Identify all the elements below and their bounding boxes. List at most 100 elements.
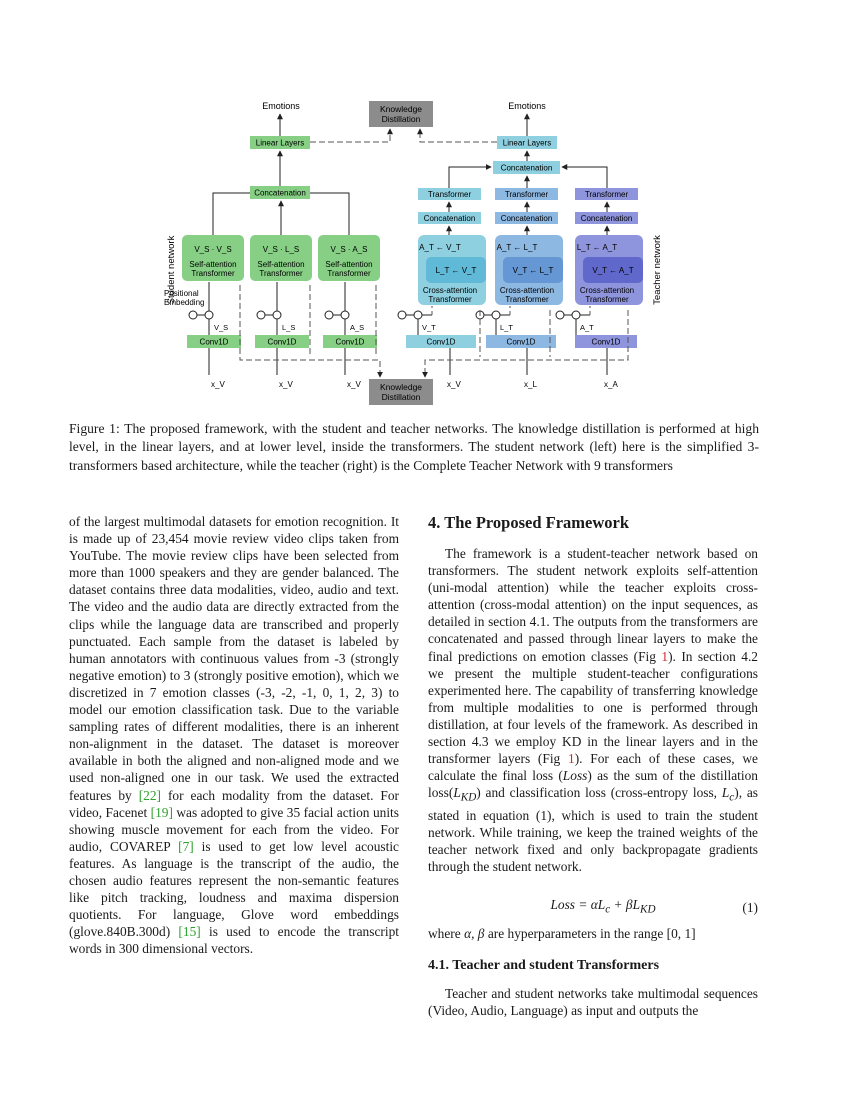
framework-paragraph: The framework is a student-teacher netwo… — [428, 546, 759, 875]
svg-text:Cross-attention: Cross-attention — [500, 286, 554, 295]
equation-number: (1) — [742, 899, 758, 915]
svg-text:Conv1D: Conv1D — [427, 338, 456, 347]
svg-text:Self-attention: Self-attention — [257, 260, 304, 269]
student-feature-1: V_S — [214, 323, 228, 332]
kd-bottom-line1: Knowledge — [380, 382, 422, 392]
svg-text:L_T ← V_T: L_T ← V_T — [436, 266, 477, 275]
svg-text:Transformer: Transformer — [428, 190, 472, 199]
svg-text:Conv1D: Conv1D — [336, 338, 365, 347]
student-conv1d-3 — [323, 335, 377, 348]
student-input-2: x_V — [279, 380, 293, 389]
svg-text:Concatenation: Concatenation — [501, 214, 553, 223]
figure-ref-2[interactable]: 1 — [568, 751, 575, 767]
teacher-linear-layers — [497, 136, 557, 149]
citation-19[interactable]: [19] — [150, 804, 173, 820]
svg-text:Transformer: Transformer — [259, 269, 303, 278]
svg-text:Transformer: Transformer — [585, 190, 629, 199]
student-feature-3: A_S — [350, 323, 364, 332]
svg-text:Transformer: Transformer — [327, 269, 371, 278]
teacher-input-v: x_V — [447, 380, 461, 389]
svg-text:V_T ← A_T: V_T ← A_T — [592, 266, 633, 275]
svg-text:A_T ← L_T: A_T ← L_T — [497, 243, 538, 252]
kd-top-line2: Distillation — [382, 114, 421, 124]
svg-text:A_T ← V_T: A_T ← V_T — [419, 243, 461, 252]
teacher-conv1d-a — [575, 335, 637, 348]
svg-text:Conv1D: Conv1D — [200, 338, 229, 347]
kd-box-bottom — [369, 379, 433, 405]
svg-text:Conv1D: Conv1D — [592, 338, 621, 347]
svg-text:Cross-attention: Cross-attention — [423, 286, 477, 295]
svg-text:Transformer: Transformer — [428, 295, 472, 304]
svg-text:Transformer: Transformer — [505, 295, 549, 304]
teacher-feature-v: V_T — [422, 323, 436, 332]
teacher-feature-a: A_T — [580, 323, 594, 332]
positional-embedding-label-2: Embedding — [164, 298, 204, 307]
teacher-transformer-l — [495, 188, 558, 200]
teacher-conv1d-l — [486, 335, 556, 348]
svg-text:Transformer: Transformer — [191, 269, 235, 278]
teacher-feature-l: L_T — [500, 323, 513, 332]
svg-text:L_T ← A_T: L_T ← A_T — [577, 243, 617, 252]
svg-text:Concatenation: Concatenation — [501, 164, 553, 173]
svg-text:Concatenation: Concatenation — [254, 189, 306, 198]
student-block-1: V_S · V_S Self-attention Transformer — [182, 235, 244, 281]
equation-1: Loss = αLc + βLKD (1) — [550, 897, 758, 916]
svg-text:Linear Layers: Linear Layers — [256, 139, 304, 148]
student-emotions-label: Emotions — [262, 101, 300, 111]
svg-text:V_S · L_S: V_S · L_S — [263, 245, 299, 254]
svg-text:Concatenation: Concatenation — [581, 214, 633, 223]
citation-22[interactable]: [22] — [138, 787, 161, 803]
equation-where: where α, β are hyperparameters in the ra… — [428, 926, 696, 942]
student-block-2: V_S · L_S Self-attention Transformer — [250, 235, 312, 281]
teacher-input-a: x_A — [604, 380, 618, 389]
svg-text:Linear Layers: Linear Layers — [503, 139, 551, 148]
transformers-paragraph: Teacher and student networks take multim… — [428, 985, 758, 1018]
citation-7[interactable]: [7] — [178, 838, 194, 854]
citation-15[interactable]: [15] — [178, 924, 201, 940]
student-input-3: x_V — [347, 380, 361, 389]
svg-text:V_S · V_S: V_S · V_S — [194, 245, 231, 254]
svg-text:V_S · A_S: V_S · A_S — [331, 245, 368, 254]
student-network-label: Student network — [166, 235, 177, 304]
teacher-emotions-label: Emotions — [508, 101, 546, 111]
student-block-3: V_S · A_S Self-attention Transformer — [318, 235, 380, 281]
teacher-input-l: x_L — [524, 380, 537, 389]
teacher-concat-a — [575, 212, 638, 224]
svg-text:Conv1D: Conv1D — [507, 338, 536, 347]
teacher-concat-v — [418, 212, 481, 224]
svg-text:Transformer: Transformer — [505, 190, 549, 199]
teacher-block-video: A_T ← V_T L_T ← V_T Cross-attention Tran… — [418, 235, 486, 305]
dataset-paragraph: of the largest multimodal datasets for e… — [69, 514, 399, 957]
svg-text:Concatenation: Concatenation — [424, 214, 476, 223]
student-conv1d-1 — [187, 335, 241, 348]
svg-text:Transformer: Transformer — [585, 295, 629, 304]
kd-box-top — [369, 101, 433, 127]
student-feature-2: L_S — [282, 323, 295, 332]
positional-embedding-label-1: Positional — [164, 289, 199, 298]
teacher-conv1d-v — [406, 335, 476, 348]
teacher-concat-l — [495, 212, 558, 224]
svg-text:Self-attention: Self-attention — [325, 260, 372, 269]
student-conv1d-2 — [255, 335, 309, 348]
svg-text:Cross-attention: Cross-attention — [580, 286, 634, 295]
student-input-1: x_V — [211, 380, 225, 389]
svg-text:Conv1D: Conv1D — [268, 338, 297, 347]
student-linear-layers — [250, 136, 310, 149]
framework-figure: Emotions Emotions Knowledge Distillation… — [164, 101, 663, 405]
teacher-transformer-v — [418, 188, 481, 200]
figure-ref-1[interactable]: 1 — [661, 648, 669, 664]
teacher-concatenation-top — [493, 161, 560, 174]
teacher-network-label: Teacher network — [652, 235, 663, 305]
teacher-block-language: A_T ← L_T V_T ← L_T Cross-attention Tran… — [495, 235, 563, 305]
kd-bottom-line2: Distillation — [382, 392, 421, 402]
subsection-heading: 4.1. Teacher and student Transformers — [428, 957, 660, 973]
figure-caption: Figure 1: The proposed framework, with t… — [69, 421, 759, 473]
svg-text:V_T ← L_T: V_T ← L_T — [513, 266, 554, 275]
section-heading: 4. The Proposed Framework — [428, 513, 630, 532]
left-column: of the largest multimodal datasets for e… — [69, 513, 399, 957]
svg-text:Self-attention: Self-attention — [189, 260, 236, 269]
right-column: 4. The Proposed Framework The framework … — [428, 513, 758, 1019]
teacher-block-audio: L_T ← A_T V_T ← A_T Cross-attention Tran… — [575, 235, 643, 305]
student-concatenation — [250, 186, 310, 199]
teacher-transformer-a — [575, 188, 638, 200]
